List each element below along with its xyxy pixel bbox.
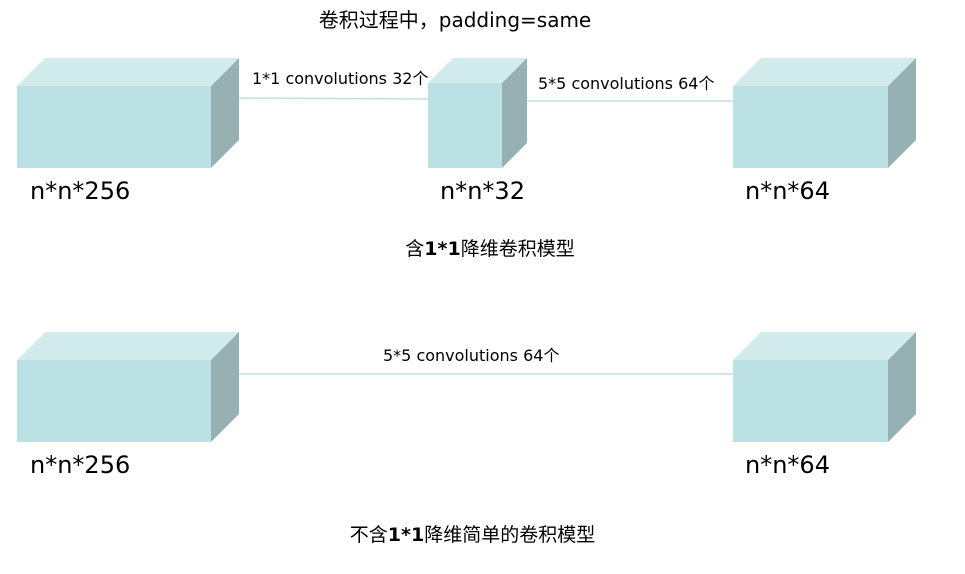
caption-top-post: 降维卷积模型 [460,238,575,260]
caption-bottom-pre: 不含 [349,524,388,546]
conv5x5-label-bottom: 5*5 convolutions 64个 [383,346,560,365]
caption-top-bold: 1*1 [424,238,461,260]
input-dim-label-top: n*n*256 [30,177,131,205]
connector-top-1 [227,97,429,100]
mid-dim-label-top: n*n*32 [440,177,525,205]
caption-bottom: 不含1*1降维简单的卷积模型 [0,526,945,545]
volume-input-bottom [17,332,239,442]
output-dim-label-bottom: n*n*64 [745,451,830,479]
volume-output-top [733,58,916,168]
caption-top-pre: 含 [405,238,425,260]
volume-input-top [17,58,239,168]
volume-output-bottom [733,332,916,442]
caption-bottom-bold: 1*1 [387,524,425,546]
output-dim-label-top: n*n*64 [745,177,830,205]
input-dim-label-bottom: n*n*256 [30,451,131,479]
volume-mid-top [428,58,527,168]
caption-top: 含1*1降维卷积模型 [0,240,965,259]
caption-bottom-post: 降维简单的卷积模型 [424,524,596,546]
conv1x1-label: 1*1 convolutions 32个 [252,69,429,88]
conv5x5-label-top: 5*5 convolutions 64个 [538,74,715,93]
diagram-title: 卷积过程中，padding=same [318,8,592,32]
